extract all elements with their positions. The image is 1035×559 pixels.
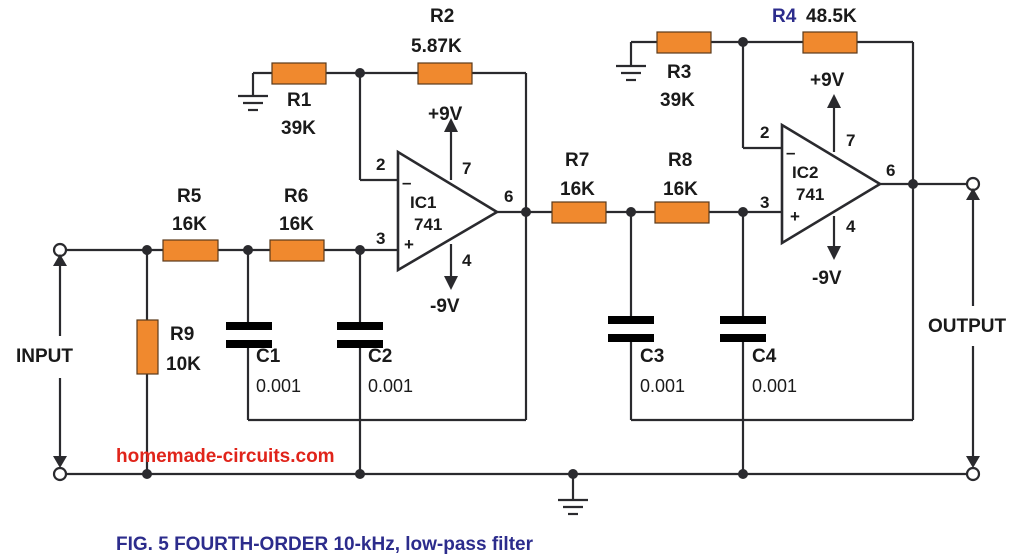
input-terminals bbox=[52, 242, 68, 482]
resistor-r6 bbox=[269, 239, 325, 262]
ic2-neg-supply: -9V bbox=[812, 268, 842, 289]
ic1-pin-6: 6 bbox=[504, 187, 513, 206]
ic1-pin-4: 4 bbox=[462, 251, 472, 270]
ic2-pin-3: 3 bbox=[760, 193, 769, 212]
ic1-pin-2: 2 bbox=[376, 155, 385, 174]
capacitor-c2 bbox=[337, 322, 383, 348]
resistor-r2 bbox=[417, 62, 473, 85]
ic2-pin-2: 2 bbox=[760, 123, 769, 142]
resistor-r4 bbox=[802, 31, 858, 54]
capacitor-c3 bbox=[608, 316, 654, 342]
ic1-name: IC1 bbox=[410, 193, 436, 212]
c1-value: 0.001 bbox=[256, 376, 301, 396]
ic2-pos-supply: +9V bbox=[810, 70, 845, 91]
opamp-ic2: IC2 741 – + 2 3 6 7 4 +9V -9V bbox=[760, 70, 895, 289]
c2-value: 0.001 bbox=[368, 376, 413, 396]
resistor-r1 bbox=[271, 62, 327, 85]
r5-value: 16K bbox=[172, 214, 207, 235]
ic1-pos-supply: +9V bbox=[428, 104, 463, 125]
figure-caption: FIG. 5 FOURTH-ORDER 10-kHz, low-pass fil… bbox=[116, 534, 534, 555]
input-label: INPUT bbox=[16, 346, 73, 367]
output-label: OUTPUT bbox=[928, 316, 1007, 337]
capacitor-c1 bbox=[226, 322, 272, 348]
r7-value: 16K bbox=[560, 179, 595, 200]
capacitors bbox=[226, 316, 766, 348]
r8-name: R8 bbox=[668, 150, 692, 171]
r9-value: 10K bbox=[166, 354, 201, 375]
r1-name: R1 bbox=[287, 90, 312, 111]
r4-value: 48.5K bbox=[806, 6, 857, 27]
ground-icon bbox=[616, 64, 646, 82]
resistor-r5 bbox=[162, 239, 219, 262]
ic2-pin-4: 4 bbox=[846, 217, 856, 236]
r9-name: R9 bbox=[170, 324, 194, 345]
ic2-minus: – bbox=[786, 143, 795, 162]
c2-name: C2 bbox=[368, 346, 392, 367]
c4-name: C4 bbox=[752, 346, 777, 367]
r4-name: R4 bbox=[772, 6, 797, 27]
ic2-pin-6: 6 bbox=[886, 161, 895, 180]
ic2-plus: + bbox=[790, 207, 800, 226]
ic1-part: 741 bbox=[414, 215, 442, 234]
capacitor-c4 bbox=[720, 316, 766, 342]
ic2-name: IC2 bbox=[792, 163, 818, 182]
output-terminals bbox=[965, 176, 981, 482]
c1-name: C1 bbox=[256, 346, 281, 367]
ground-icon bbox=[558, 498, 588, 516]
r7-name: R7 bbox=[565, 150, 589, 171]
ic2-part: 741 bbox=[796, 185, 824, 204]
ic1-neg-supply: -9V bbox=[430, 296, 460, 317]
r3-name: R3 bbox=[667, 62, 691, 83]
watermark: homemade-circuits.com bbox=[116, 446, 335, 467]
ground-icon bbox=[238, 94, 268, 112]
resistor-r3 bbox=[656, 31, 712, 54]
wires bbox=[66, 40, 969, 500]
resistor-r9 bbox=[136, 319, 159, 375]
c3-name: C3 bbox=[640, 346, 664, 367]
r6-value: 16K bbox=[279, 214, 314, 235]
c4-value: 0.001 bbox=[752, 376, 797, 396]
r5-name: R5 bbox=[177, 186, 202, 207]
ic1-plus: + bbox=[404, 235, 414, 254]
c3-value: 0.001 bbox=[640, 376, 685, 396]
junctions bbox=[142, 37, 918, 479]
r6-name: R6 bbox=[284, 186, 308, 207]
ground-symbols bbox=[238, 64, 646, 516]
r3-value: 39K bbox=[660, 90, 695, 111]
component-labels: R1 39K R2 5.87K R3 39K R4 48.5K R5 16K R… bbox=[166, 6, 857, 396]
r2-name: R2 bbox=[430, 6, 454, 27]
r2-value: 5.87K bbox=[411, 36, 462, 57]
r8-value: 16K bbox=[663, 179, 698, 200]
resistors bbox=[136, 31, 858, 375]
ic2-pin-7: 7 bbox=[846, 131, 855, 150]
opamp-ic1: IC1 741 – + 2 3 6 7 4 +9V -9V bbox=[376, 104, 513, 317]
ic1-minus: – bbox=[402, 173, 411, 192]
ic1-pin-7: 7 bbox=[462, 159, 471, 178]
resistor-r8 bbox=[654, 201, 710, 224]
r1-value: 39K bbox=[281, 118, 316, 139]
ic1-pin-3: 3 bbox=[376, 229, 385, 248]
resistor-r7 bbox=[551, 201, 607, 224]
